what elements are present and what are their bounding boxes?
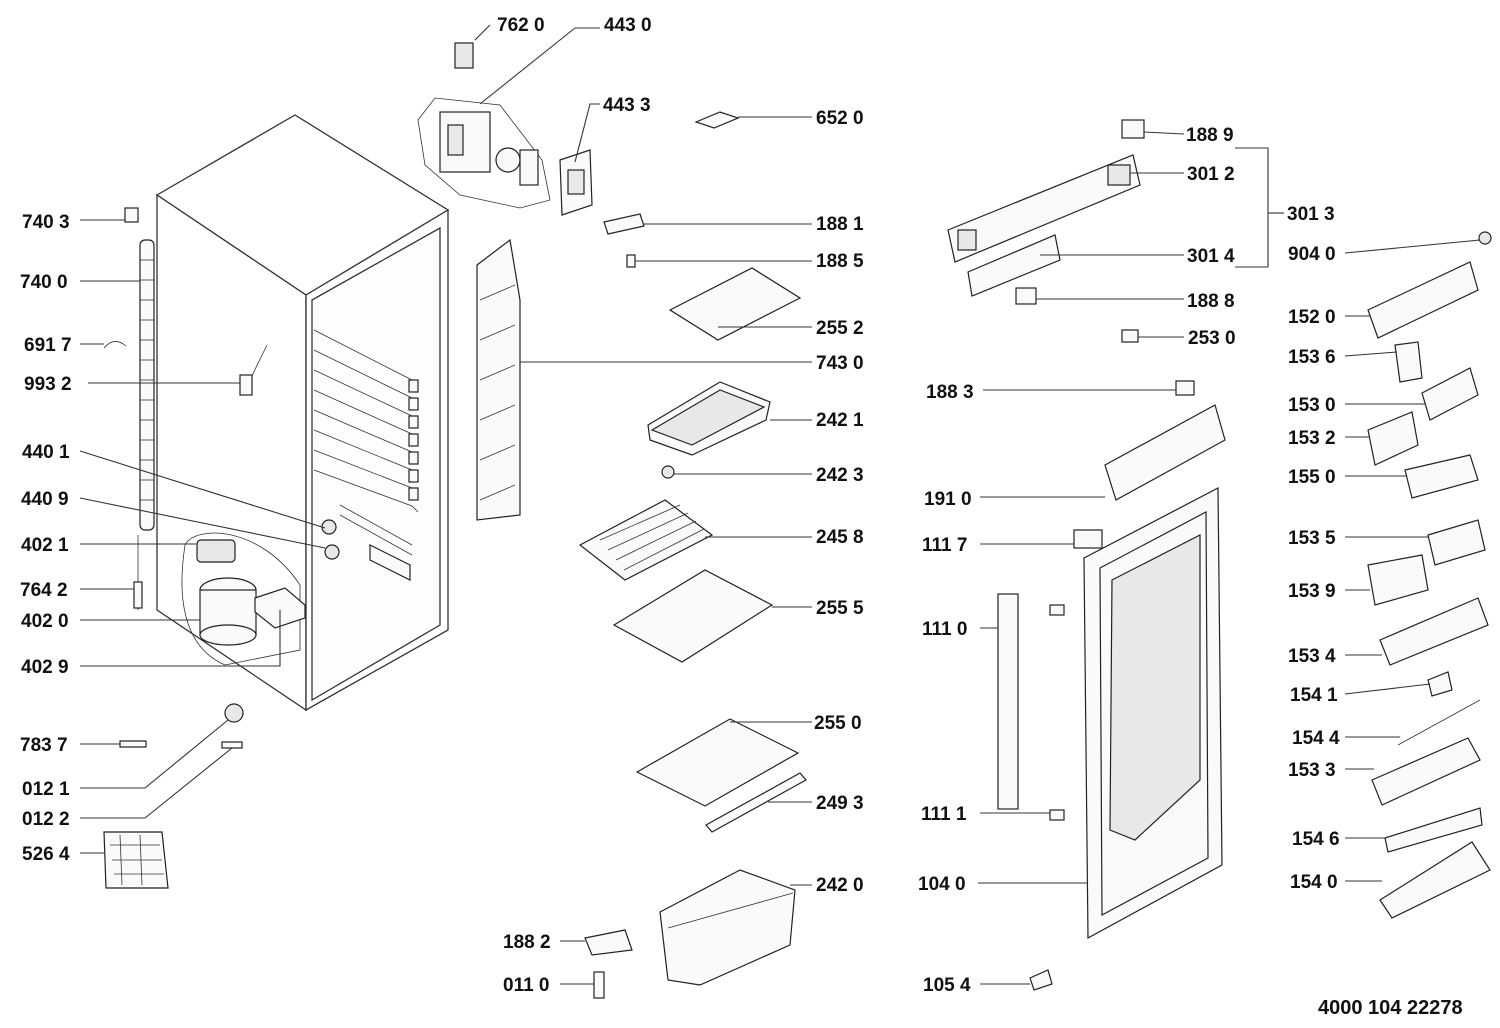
label-153-3: 153 3 — [1288, 760, 1336, 781]
label-402-0: 402 0 — [21, 611, 69, 632]
label-012-1: 012 1 — [22, 779, 70, 800]
label-783-7: 783 7 — [20, 735, 68, 756]
label-743-0: 743 0 — [816, 353, 864, 374]
label-904-0: 904 0 — [1288, 244, 1336, 265]
label-242-1: 242 1 — [816, 410, 864, 431]
shelves-and-drawers — [578, 267, 807, 999]
label-154-1: 154 1 — [1290, 685, 1338, 706]
label-188-2: 188 2 — [503, 932, 551, 953]
label-301-4: 301 4 — [1187, 246, 1235, 267]
door-assembly — [947, 119, 1226, 991]
door-bins — [1367, 231, 1492, 919]
label-188-5: 188 5 — [816, 251, 864, 272]
document-reference: 4000 104 22278 — [1318, 997, 1463, 1019]
label-255-0: 255 0 — [814, 713, 862, 734]
label-740-0: 740 0 — [20, 272, 68, 293]
label-242-0: 242 0 — [816, 875, 864, 896]
label-153-0: 153 0 — [1288, 395, 1336, 416]
label-691-7: 691 7 — [24, 335, 72, 356]
label-111-1: 111 1 — [921, 804, 967, 825]
label-011-0: 011 0 — [503, 975, 550, 996]
label-740-3: 740 3 — [22, 212, 70, 233]
label-245-8: 245 8 — [816, 527, 864, 548]
label-443-3: 443 3 — [603, 95, 651, 116]
label-104-0: 104 0 — [918, 874, 966, 895]
label-255-5: 255 5 — [816, 598, 864, 619]
label-402-1: 402 1 — [21, 535, 69, 556]
label-402-9: 402 9 — [21, 657, 69, 678]
label-762-0: 762 0 — [497, 15, 545, 36]
label-105-4: 105 4 — [923, 975, 971, 996]
leader-lines — [79, 24, 1481, 985]
label-111-0: 111 0 — [922, 619, 967, 640]
label-188-3: 188 3 — [926, 382, 974, 403]
label-764-2: 764 2 — [20, 580, 68, 601]
label-242-3: 242 3 — [816, 465, 864, 486]
label-188-9: 188 9 — [1186, 125, 1234, 146]
label-153-2: 153 2 — [1288, 428, 1336, 449]
label-188-8: 188 8 — [1187, 291, 1235, 312]
label-111-7: 111 7 — [922, 535, 967, 556]
label-188-1: 188 1 — [816, 214, 864, 235]
label-993-2: 993 2 — [24, 374, 72, 395]
label-154-4: 154 4 — [1292, 728, 1340, 749]
control-unit-assembly — [417, 42, 740, 268]
label-526-4: 526 4 — [22, 844, 70, 865]
label-253-0: 253 0 — [1188, 328, 1236, 349]
fridge-cabinet — [103, 114, 450, 889]
label-153-5: 153 5 — [1288, 528, 1336, 549]
label-440-9: 440 9 — [21, 489, 69, 510]
label-155-0: 155 0 — [1288, 467, 1336, 488]
label-301-3: 301 3 — [1287, 204, 1335, 225]
label-443-0: 443 0 — [604, 15, 652, 36]
label-255-2: 255 2 — [816, 318, 864, 339]
label-249-3: 249 3 — [816, 793, 864, 814]
label-191-0: 191 0 — [924, 489, 972, 510]
label-301-2: 301 2 — [1187, 164, 1235, 185]
label-440-1: 440 1 — [22, 442, 70, 463]
evaporator-panel — [476, 238, 521, 521]
label-153-4: 153 4 — [1288, 646, 1336, 667]
label-153-9: 153 9 — [1288, 581, 1336, 602]
label-152-0: 152 0 — [1288, 307, 1336, 328]
label-153-6: 153 6 — [1288, 347, 1336, 368]
label-652-0: 652 0 — [816, 108, 864, 129]
label-012-2: 012 2 — [22, 809, 70, 830]
label-154-6: 154 6 — [1292, 829, 1340, 850]
part-labels: 762 0 443 0 443 3 652 0 188 1 188 5 255 … — [20, 15, 1463, 1019]
label-154-0: 154 0 — [1290, 872, 1338, 893]
